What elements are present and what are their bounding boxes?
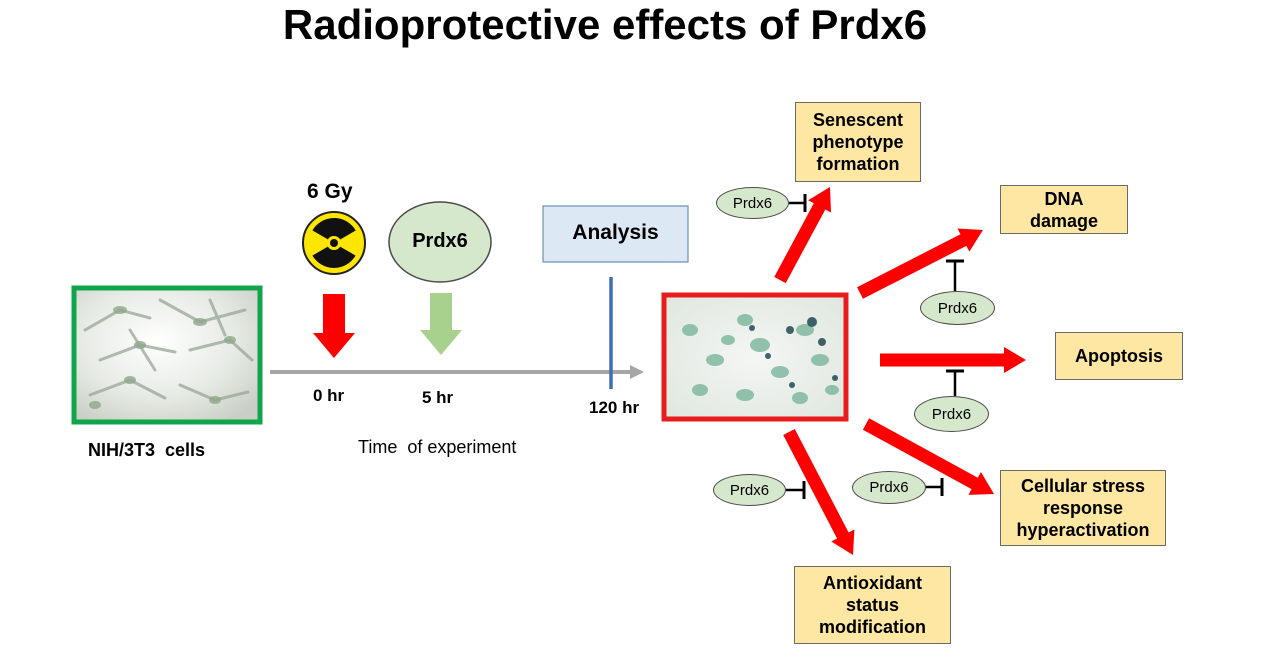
outcome-antioxidant: Antioxidant status modification (794, 566, 951, 644)
prdx6-inhibitor-antioxidant: Prdx6 (713, 474, 786, 506)
inhibition-bar-cellular-stress (926, 478, 944, 496)
prdx6-inhibitor-cellular-stress: Prdx6 (852, 471, 926, 504)
inhibition-bar-senescence (789, 194, 807, 212)
analysis-label: Analysis (572, 221, 659, 244)
arrow-to-apoptosis (880, 347, 1026, 373)
prdx6-treatment-arrow (420, 293, 462, 355)
analysis-box (542, 205, 689, 263)
inhibition-bar-apoptosis (946, 369, 964, 396)
timeline-arrowhead (630, 365, 644, 379)
cells-label: NIH/3T3 cells (88, 440, 206, 460)
arrow-to-antioxidant (783, 428, 855, 555)
dose-label: 6 Gy (307, 180, 353, 203)
inhibition-bar-dna-damage (946, 259, 964, 291)
irradiation-arrow (313, 294, 355, 358)
prdx6-inhibitor-apoptosis: Prdx6 (914, 396, 989, 432)
arrow-to-dna-damage (857, 228, 983, 299)
inhibition-bar-antioxidant (786, 481, 806, 499)
prdx6-inhibitor-senescence: Prdx6 (716, 187, 789, 219)
outcome-dna-damage: DNA damage (1000, 185, 1128, 234)
time-120hr-label: 120 hr (589, 398, 640, 417)
time-5hr-label: 5 hr (422, 388, 454, 407)
treated-cells-image (661, 292, 849, 422)
time-0hr-label: 0 hr (313, 386, 345, 405)
prdx6-treatment-label: Prdx6 (412, 230, 468, 252)
diagram-title: Radioprotective effects of Prdx6 (282, 1, 928, 48)
arrow-to-senescence (774, 187, 832, 284)
prdx6-inhibitor-dna-damage: Prdx6 (920, 291, 995, 325)
control-cells-image (71, 285, 263, 425)
outcome-senescence: Senescent phenotype formation (795, 102, 921, 182)
timeline-label: Time of experiment (358, 437, 517, 457)
outcome-cellular-stress: Cellular stress response hyperactivation (1000, 470, 1166, 546)
radiation-hazard-gaps (309, 218, 359, 256)
arrow-to-cellular-stress (862, 418, 994, 495)
prdx6-treatment-ellipse (388, 201, 492, 283)
outcome-apoptosis: Apoptosis (1055, 332, 1183, 380)
